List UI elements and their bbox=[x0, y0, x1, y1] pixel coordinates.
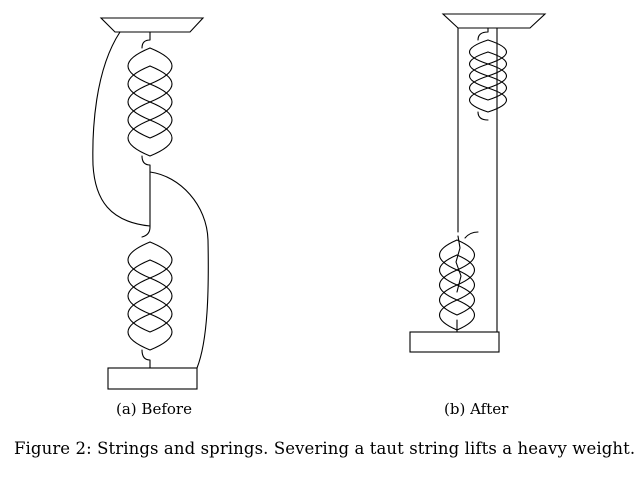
after-bottom-spring bbox=[438, 231, 479, 331]
after-diagram bbox=[409, 13, 547, 353]
before-right-string bbox=[149, 171, 209, 369]
before-bottom-spring bbox=[127, 241, 173, 351]
before-weight bbox=[107, 367, 198, 390]
before-top-spring bbox=[127, 47, 173, 157]
before-bottom-spring-tail bbox=[141, 349, 151, 369]
after-severed-string bbox=[455, 235, 462, 293]
before-bottom-spring-hook bbox=[141, 226, 151, 238]
after-ceiling bbox=[441, 13, 547, 29]
before-top-spring-hook bbox=[141, 31, 151, 49]
before-left-string bbox=[92, 31, 151, 227]
subfigure-b-label: (b) After bbox=[444, 400, 509, 418]
before-diagram bbox=[92, 17, 209, 390]
subfigure-a-label: (a) Before bbox=[116, 400, 192, 418]
after-top-spring-tail bbox=[477, 111, 489, 121]
after-weight bbox=[409, 331, 500, 353]
before-ceiling bbox=[99, 17, 205, 33]
before-top-spring-tail bbox=[141, 155, 151, 173]
figure-caption: Figure 2: Strings and springs. Severing … bbox=[14, 439, 636, 458]
after-top-spring bbox=[468, 39, 508, 113]
after-top-spring-hook bbox=[477, 27, 489, 41]
